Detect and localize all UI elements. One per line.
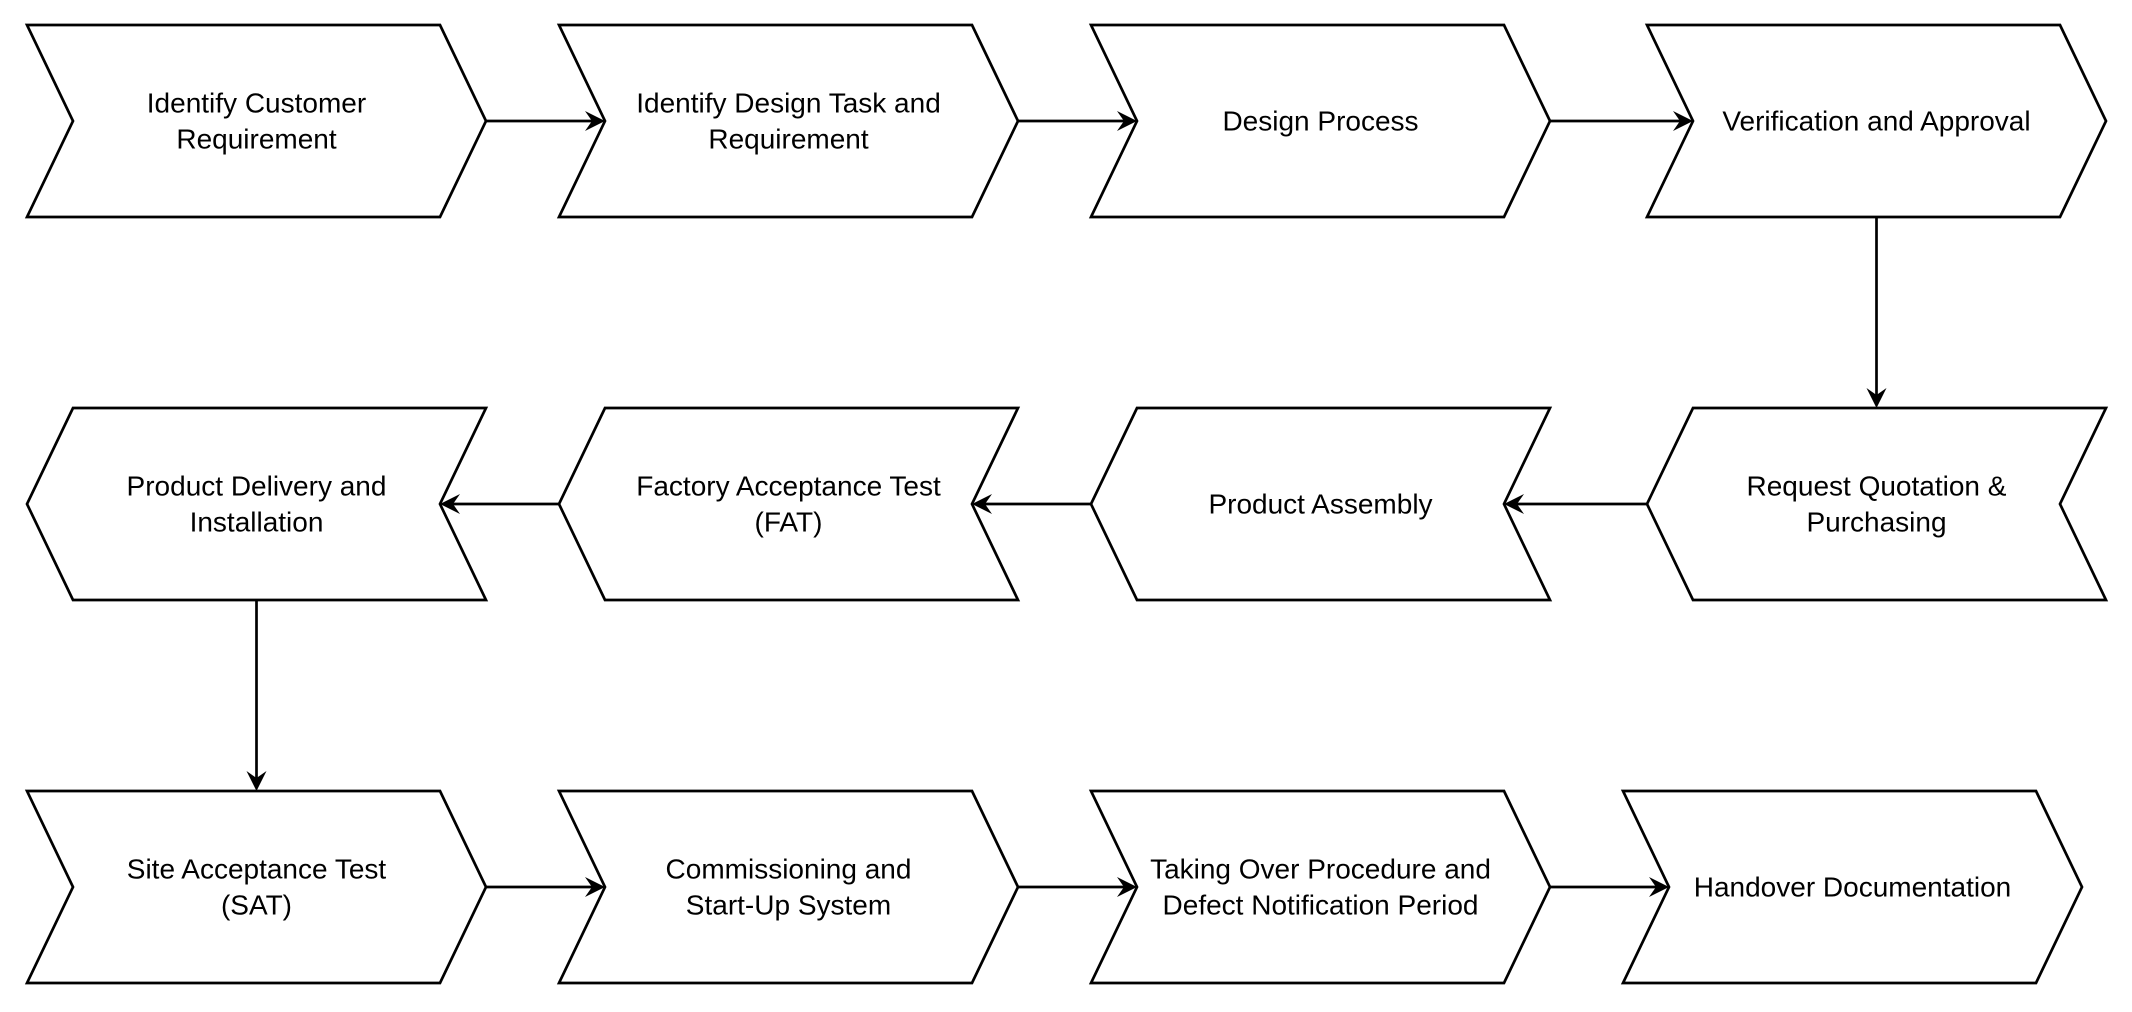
step-chevron-shape [556, 789, 1020, 985]
arrowhead-icon [585, 111, 605, 131]
step-chevron-shape [1089, 406, 1553, 602]
step-label-line: Site Acceptance Test [127, 854, 387, 885]
step-chevron-shape [1620, 789, 2084, 985]
flow-arrow [1550, 111, 1693, 131]
flow-arrow [972, 494, 1091, 514]
step-chevron-shape [24, 789, 488, 985]
flow-arrow [1550, 877, 1669, 897]
step-label-line: Start-Up System [686, 890, 891, 921]
flow-arrow [246, 600, 267, 791]
step-chevron-shape [1088, 789, 1552, 985]
flow-arrow [1866, 217, 1887, 408]
step-label-line: Design Process [1222, 106, 1418, 137]
flow-arrow [486, 111, 605, 131]
arrowhead-icon [440, 494, 460, 514]
flow-arrow [440, 494, 559, 514]
step-label-line: (FAT) [755, 507, 823, 538]
flow-arrow [486, 877, 605, 897]
step-label-line: Defect Notification Period [1163, 890, 1479, 921]
step-chevron-shape [556, 23, 1020, 219]
step-label-line: Request Quotation & [1747, 471, 2007, 502]
step-request-quotation: Request Quotation & Purchasing [1645, 406, 2109, 602]
step-chevron-shape [1644, 23, 2108, 219]
flow-arrow [1018, 877, 1137, 897]
arrowhead-icon [246, 771, 267, 791]
step-chevron-shape [25, 406, 489, 602]
step-label-line: Product Delivery and [127, 471, 387, 502]
arrowhead-icon [1673, 111, 1693, 131]
flow-arrow [1018, 111, 1137, 131]
arrowhead-icon [1117, 111, 1137, 131]
arrowhead-icon [1866, 388, 1887, 408]
arrowhead-icon [585, 877, 605, 897]
step-label-line: Requirement [176, 124, 337, 155]
step-chevron-shape [1088, 23, 1552, 219]
step-site-acceptance-test: Site Acceptance Test (SAT) [24, 789, 488, 985]
step-design-process: Design Process [1088, 23, 1552, 219]
step-chevron-shape [557, 406, 1021, 602]
step-factory-acceptance-test: Factory Acceptance Test (FAT) [557, 406, 1021, 602]
arrowhead-icon [1117, 877, 1137, 897]
flow-arrow [1504, 494, 1647, 514]
step-label-line: Requirement [708, 124, 869, 155]
step-verification-approval: Verification and Approval [1644, 23, 2108, 219]
step-label-line: Verification and Approval [1722, 106, 2030, 137]
step-label-line: Taking Over Procedure and [1150, 854, 1491, 885]
step-label-line: Identify Design Task and [636, 88, 941, 119]
step-label-line: Identify Customer [147, 88, 366, 119]
arrowhead-icon [1649, 877, 1669, 897]
arrowhead-icon [1504, 494, 1524, 514]
step-chevron-shape [1645, 406, 2109, 602]
step-handover-documentation: Handover Documentation [1620, 789, 2084, 985]
connectors-layer [246, 111, 1887, 897]
step-chevron-shape [24, 23, 488, 219]
step-label-line: Commissioning and [666, 854, 912, 885]
step-label-line: Handover Documentation [1694, 872, 2012, 903]
arrowhead-icon [972, 494, 992, 514]
step-label-line: Product Assembly [1208, 489, 1432, 520]
step-label-line: Factory Acceptance Test [636, 471, 941, 502]
step-label-line: (SAT) [221, 890, 292, 921]
step-product-assembly: Product Assembly [1089, 406, 1553, 602]
step-label-line: Installation [190, 507, 324, 538]
step-label-line: Purchasing [1806, 507, 1946, 538]
